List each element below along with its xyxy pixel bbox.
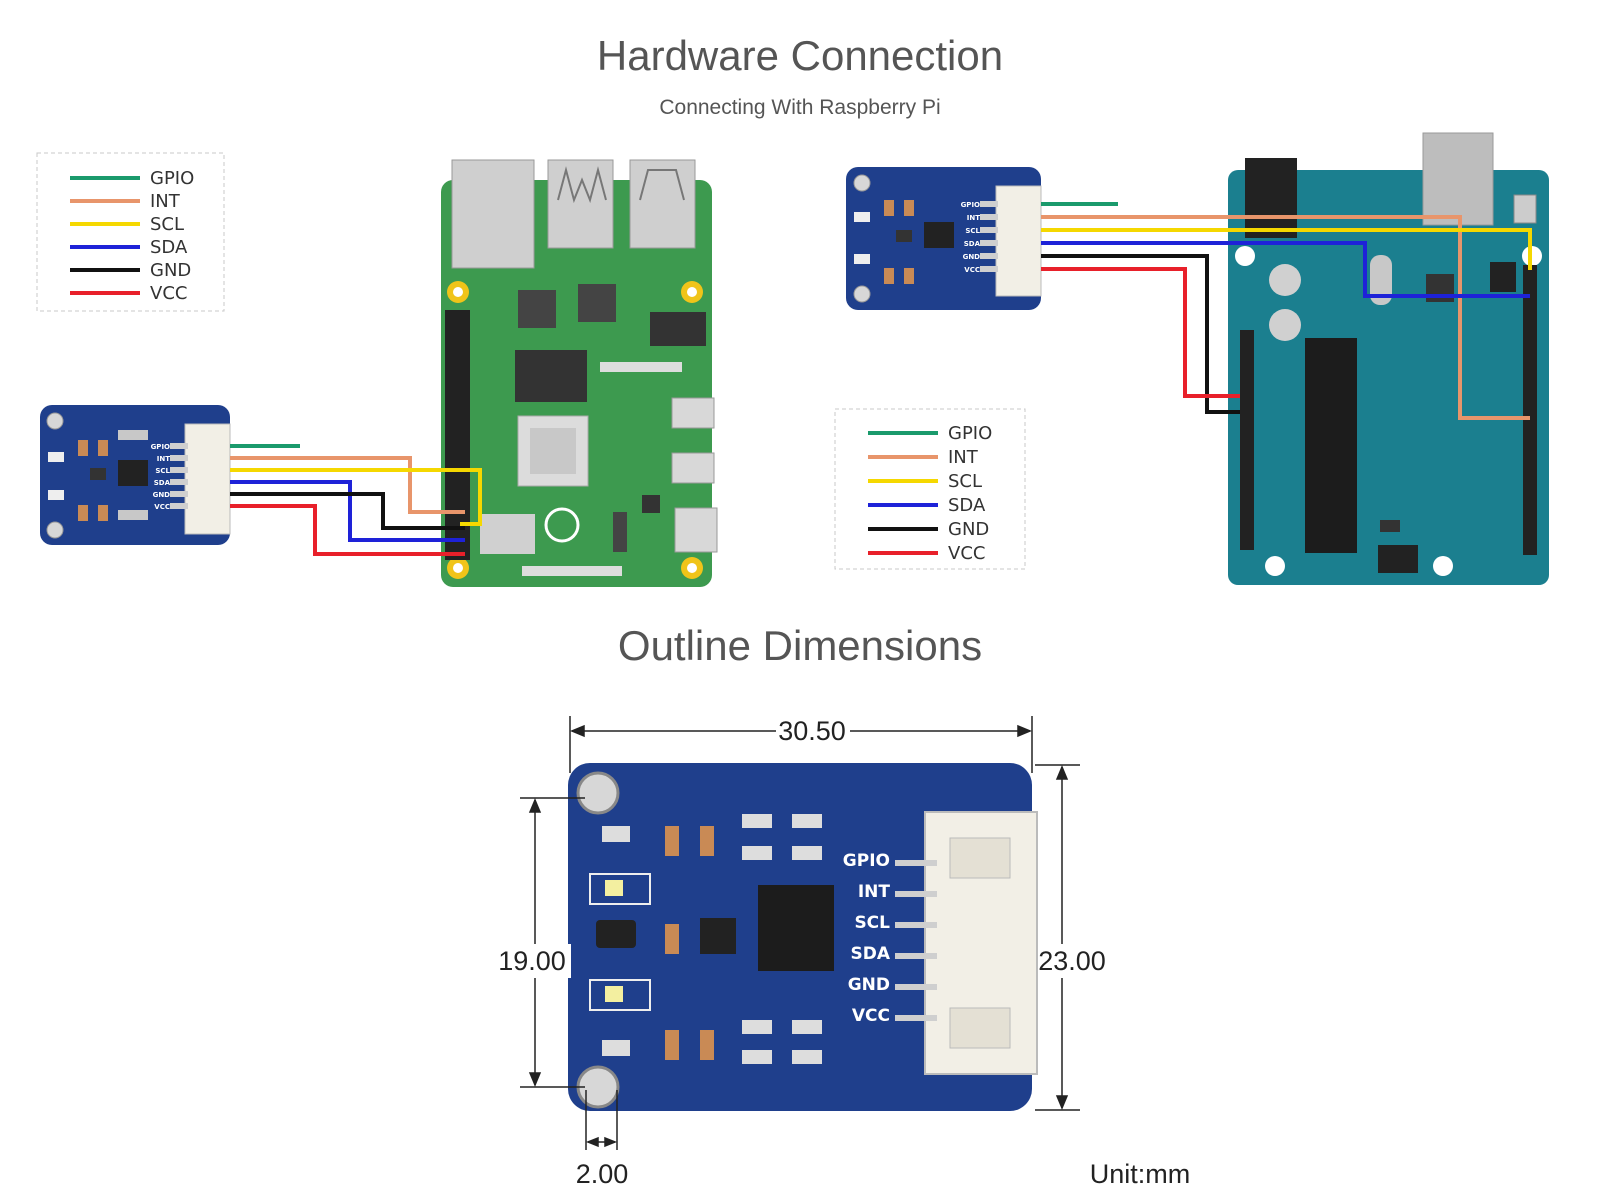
dim-hole-offset: 2.00	[576, 1159, 629, 1189]
legend-right-label-sda: SDA	[948, 495, 986, 516]
outline-pin-label-vcc: VCC	[852, 1006, 890, 1026]
legend-right-label-vcc: VCC	[948, 543, 985, 564]
legend-left-label-sda: SDA	[150, 237, 188, 258]
legend-right-label-int: INT	[948, 447, 979, 468]
wires-right	[1041, 202, 1532, 420]
dim-hole-pitch: 19.00	[498, 946, 566, 976]
outline-title: Outline Dimensions	[617, 622, 983, 669]
outline-pin-gnd	[895, 984, 937, 990]
module-right-pin-scl	[980, 227, 998, 233]
legend-right-label-scl: SCL	[948, 471, 982, 492]
module-right-pin-label-scl: SCL	[965, 227, 980, 235]
legend-left-label-scl: SCL	[150, 214, 184, 235]
raspberry-pi-board	[441, 159, 718, 587]
module-right-pin-gnd	[980, 253, 998, 259]
module-right-pin-int	[980, 214, 998, 220]
legend-left-label-gnd: GND	[150, 260, 191, 281]
outline-pin-vcc	[895, 1015, 937, 1021]
module-left-pin-label-int: INT	[157, 455, 170, 463]
module-left-pin-scl	[170, 467, 188, 473]
dim-unit: Unit:mm	[1090, 1159, 1191, 1189]
outline-pin-label-sda: SDA	[850, 944, 890, 964]
dim-height: 23.00	[1038, 946, 1106, 976]
module-left-pin-label-scl: SCL	[155, 467, 170, 475]
sensor-module-right: GPIO INT SCL SDA GND VCC	[846, 167, 1042, 310]
outline-pin-label-gnd: GND	[848, 975, 890, 995]
outline-pin-int	[895, 891, 937, 897]
page-subtitle: Connecting With Raspberry Pi	[659, 96, 941, 119]
legend-left-label-int: INT	[150, 191, 181, 212]
dimension-lines	[520, 716, 1080, 1150]
legend-right: GPIO INT SCL SDA GND VCC	[834, 408, 1026, 570]
module-left-pin-int	[170, 455, 188, 461]
module-right-pin-label-sda: SDA	[964, 240, 981, 248]
module-right-pin-label-gnd: GND	[963, 253, 981, 261]
module-right-pin-label-vcc: VCC	[964, 266, 980, 274]
wires-left	[230, 444, 482, 556]
module-left-pin-label-gnd: GND	[153, 491, 171, 499]
legend-right-label-gnd: GND	[948, 519, 989, 540]
module-left-pin-gnd	[170, 491, 188, 497]
outline-pin-gpio	[895, 860, 937, 866]
dim-width: 30.50	[778, 716, 846, 746]
outline-pin-scl	[895, 922, 937, 928]
module-right-pin-gpio	[980, 201, 998, 207]
module-right-pin-vcc	[980, 266, 998, 272]
arduino-board	[1228, 132, 1549, 585]
outline-pin-sda	[895, 953, 937, 959]
page-title: Hardware Connection	[596, 32, 1004, 79]
module-right-pin-sda	[980, 240, 998, 246]
outline-board: GPIO INT SCL SDA GND VCC	[568, 763, 1038, 1111]
module-left-pin-label-vcc: VCC	[154, 503, 170, 511]
legend-left-label-vcc: VCC	[150, 283, 187, 304]
legend-left-label-gpio: GPIO	[150, 168, 194, 189]
module-left-pin-vcc	[170, 503, 188, 509]
module-left-pin-label-sda: SDA	[154, 479, 171, 487]
outline-pin-label-gpio: GPIO	[843, 851, 890, 871]
outline-pin-label-int: INT	[858, 882, 891, 902]
module-left-pin-gpio	[170, 443, 188, 449]
module-right-pin-label-int: INT	[967, 214, 980, 222]
module-right-pin-label-gpio: GPIO	[961, 201, 980, 209]
module-left-pin-sda	[170, 479, 188, 485]
outline-pin-label-scl: SCL	[854, 913, 890, 933]
module-left-pin-label-gpio: GPIO	[151, 443, 170, 451]
legend-right-label-gpio: GPIO	[948, 423, 992, 444]
sensor-module-left: GPIO INT SCL SDA GND VCC	[40, 405, 231, 545]
